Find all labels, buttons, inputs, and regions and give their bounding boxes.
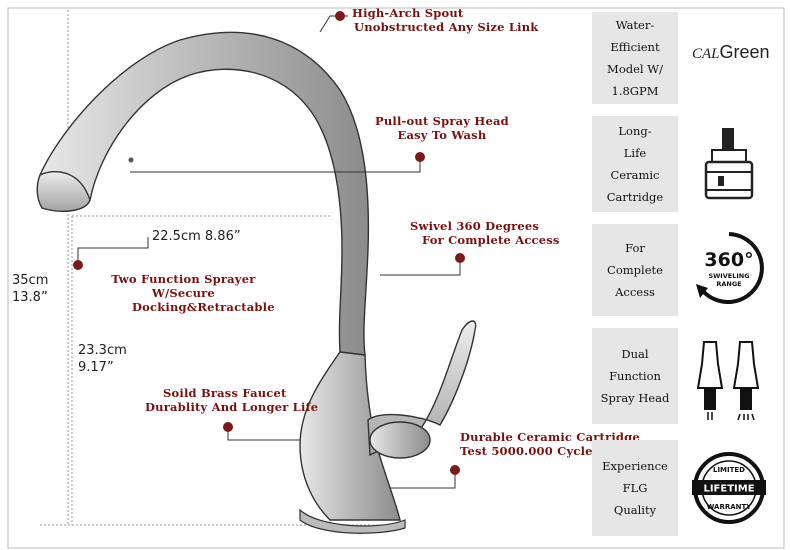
spray-head-icon [696, 341, 760, 421]
callout-swivel-360: Swivel 360 Degrees For Complete Access [410, 219, 560, 247]
cartridge-icon [704, 128, 754, 200]
svg-text:WARRANTY: WARRANTY [707, 503, 753, 511]
svg-text:SWIVELING: SWIVELING [708, 272, 749, 280]
svg-text:LIFETIME: LIFETIME [703, 484, 754, 495]
feature-ceramic-cartridge: Long- Life Ceramic Cartridge [592, 116, 780, 212]
svg-text:RANGE: RANGE [716, 280, 741, 288]
warranty-badge-icon: LIMITED LIFETIME WARRANTY [692, 452, 766, 524]
callout-two-function-sprayer: Two Function Sprayer W/Secure Docking&Re… [111, 272, 275, 314]
feature-water-efficient: Water- Efficient Model W/ 1.8GPM CALGree… [592, 12, 780, 104]
dimension-spout-height: 23.3cm 9.17” [78, 343, 127, 375]
feature-flg-quality: Experience FLG Quality LIMITED LIFETIME … [592, 440, 780, 536]
dimension-total-height: 35cm 13.8” [12, 273, 49, 305]
callout-pull-out-spray-head: Pull-out Spray Head Easy To Wash [375, 114, 509, 142]
faucet-handle [367, 320, 477, 457]
calgreen-logo: CALGreen [692, 42, 770, 62]
svg-text:LIMITED: LIMITED [713, 466, 745, 474]
swivel-360-icon: 360° SWIVELING RANGE [696, 232, 764, 304]
faucet-body [299, 351, 401, 521]
dimension-reach: 22.5cm 8.86” [152, 229, 241, 244]
spray-head [36, 171, 91, 212]
feature-dual-spray: Dual Function Spray Head [592, 328, 780, 424]
swivel-number: 360° [704, 249, 753, 271]
feature-complete-access: For Complete Access 360° SWIVELING RANGE [592, 224, 780, 316]
callout-solid-brass: Soild Brass Faucet Durablity And Longer … [145, 386, 319, 414]
callout-high-arch-spout: High-Arch Spout Unobstructed Any Size Li… [352, 6, 539, 34]
